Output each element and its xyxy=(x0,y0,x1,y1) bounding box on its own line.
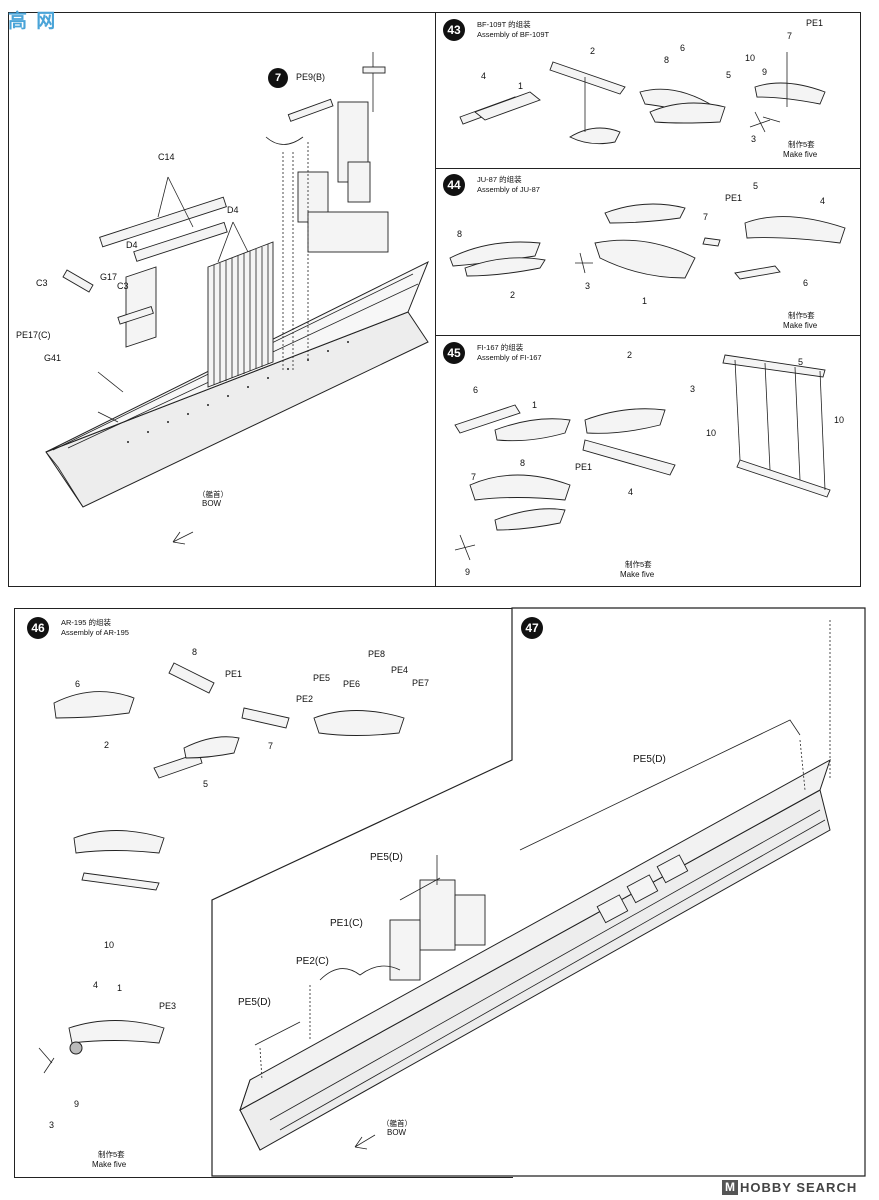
part-number: 2 xyxy=(510,290,516,300)
part-number: PE8 xyxy=(368,649,386,659)
part-number: 5 xyxy=(726,70,732,80)
part-number: 5 xyxy=(798,357,804,367)
part-number: 6 xyxy=(680,43,686,53)
label-c3: C3 xyxy=(36,278,48,288)
hobby-search-watermark: HOBBY SEARCH xyxy=(740,1180,858,1195)
part-number: 10 xyxy=(104,940,115,950)
part-number: 6 xyxy=(803,278,809,288)
part-number: 7 xyxy=(787,31,793,41)
step-title-en: Assembly of JU-87 xyxy=(477,185,540,194)
part-number: 9 xyxy=(762,67,768,77)
part-number: 3 xyxy=(585,281,591,291)
make-five-en: Make five xyxy=(783,321,818,330)
step-badge: 45 xyxy=(443,342,465,364)
part-number: 8 xyxy=(520,458,526,468)
part-number: 3 xyxy=(49,1120,55,1130)
part-number: 2 xyxy=(590,46,596,56)
part-number: 8 xyxy=(192,647,198,657)
part-number: 6 xyxy=(473,385,479,395)
part-number: 8 xyxy=(457,229,463,239)
step-title-cn: FI-167 的组装 xyxy=(477,343,524,352)
label-pe5d: PE5(D) xyxy=(633,754,666,765)
step-badge: 46 xyxy=(27,617,49,639)
label-pe1c: PE1(C) xyxy=(330,918,363,929)
bow-label-en: BOW xyxy=(387,1128,407,1137)
part-number: 10 xyxy=(706,428,717,438)
make-five-cn: 制作5套 xyxy=(788,311,815,320)
part-number: PE6 xyxy=(343,679,361,689)
hobby-search-logo-mark: M xyxy=(722,1180,738,1195)
part-number: PE2 xyxy=(296,694,314,704)
part-number: 7 xyxy=(268,741,274,751)
sub-step-badge: 7 xyxy=(268,68,288,88)
part-number: 5 xyxy=(203,779,209,789)
label-pe17: PE17(C) xyxy=(16,330,51,340)
part-number: 4 xyxy=(481,71,487,81)
part-number: 1 xyxy=(532,400,538,410)
step-title-en: Assembly of BF-109T xyxy=(477,30,550,39)
part-number: PE3 xyxy=(159,1001,177,1011)
make-five-en: Make five xyxy=(783,150,818,159)
part-number: 10 xyxy=(745,53,756,63)
make-five-cn: 制作5套 xyxy=(625,560,652,569)
label-g17: G17 xyxy=(100,272,118,282)
step-title-en: Assembly of AR-195 xyxy=(61,628,129,637)
part-number: 6 xyxy=(75,679,81,689)
part-number: PE1 xyxy=(806,18,824,28)
label-c3: C3 xyxy=(117,281,129,291)
part-number: PE5 xyxy=(313,673,331,683)
part-number: 2 xyxy=(627,350,633,360)
bow-label-cn: （艦首） xyxy=(382,1119,412,1128)
bf109t-parts-illustration xyxy=(459,52,826,145)
part-number: 10 xyxy=(834,415,845,425)
label-pe9: PE9(B) xyxy=(296,72,326,82)
part-number: PE4 xyxy=(391,665,409,675)
ar195-parts-illustration xyxy=(38,662,405,1074)
make-five-en: Make five xyxy=(620,570,655,579)
label-g41: G41 xyxy=(44,353,62,363)
part-number: 5 xyxy=(753,181,759,191)
fi167-parts-illustration xyxy=(454,354,831,561)
part-number: PE1 xyxy=(725,193,743,203)
make-five-en: Make five xyxy=(92,1160,127,1169)
part-number: 4 xyxy=(628,487,634,497)
step-title-en: Assembly of FI-167 xyxy=(477,353,542,362)
part-number: 7 xyxy=(471,472,477,482)
part-number: 4 xyxy=(93,980,99,990)
part-number: 3 xyxy=(690,384,696,394)
part-number: 1 xyxy=(642,296,648,306)
part-number: 4 xyxy=(820,196,826,206)
label-pe2c: PE2(C) xyxy=(296,956,329,967)
part-number: 2 xyxy=(104,740,110,750)
part-number: PE1 xyxy=(575,462,593,472)
part-number: PE7 xyxy=(412,678,430,688)
step-badge: 43 xyxy=(443,19,465,41)
label-d4: D4 xyxy=(126,240,138,250)
watermark-top: 高 网 xyxy=(8,11,58,32)
make-five-cn: 制作5套 xyxy=(98,1150,125,1159)
step-badge: 44 xyxy=(443,174,465,196)
step-title-cn: AR-195 的组装 xyxy=(61,618,112,627)
part-number: 9 xyxy=(465,567,471,577)
part-number: 8 xyxy=(664,55,670,65)
part-number: 9 xyxy=(74,1099,80,1109)
label-c14: C14 xyxy=(158,152,175,162)
label-d4: D4 xyxy=(227,205,239,215)
label-pe5d: PE5(D) xyxy=(238,997,271,1008)
part-number: 1 xyxy=(117,983,123,993)
bow-label-en: BOW xyxy=(202,499,222,508)
step-title-cn: JU-87 的组装 xyxy=(477,175,522,184)
step-badge: 47 xyxy=(521,617,543,639)
bow-ship-illustration xyxy=(45,52,429,545)
part-number: 1 xyxy=(518,81,524,91)
part-number: PE1 xyxy=(225,669,243,679)
label-pe5d: PE5(D) xyxy=(370,852,403,863)
part-number: 7 xyxy=(703,212,709,222)
part-number: 3 xyxy=(751,134,757,144)
make-five-cn: 制作5套 xyxy=(788,140,815,149)
ju87-parts-illustration xyxy=(449,203,846,280)
bow-label-cn: （艦首） xyxy=(198,490,228,499)
step-title-cn: BF-109T 的组装 xyxy=(477,20,531,29)
